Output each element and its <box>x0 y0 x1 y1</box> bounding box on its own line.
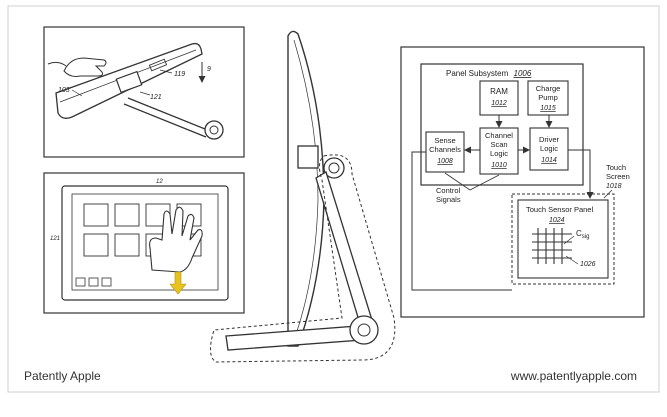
channel-scan-line3: Logic <box>490 149 508 158</box>
bottom-hinge <box>350 316 378 344</box>
display-module <box>298 146 318 168</box>
sense-channels-line1: Sense <box>434 136 455 145</box>
brand-label: Patently Apple <box>24 369 101 383</box>
touch-sensor-panel-num: 1024 <box>549 217 565 224</box>
touch-sensor-panel-title: Touch Sensor Panel <box>526 205 593 214</box>
site-url: www.patentlyapple.com <box>511 369 637 383</box>
driver-logic-line2: Logic <box>540 144 558 153</box>
ref-side-label: 121 <box>50 236 60 242</box>
ref-119: 119 <box>174 71 185 78</box>
screen-bezel <box>62 186 228 300</box>
figure-tilted-display: 103 121 119 9 <box>44 27 244 157</box>
ram-label: RAM <box>490 87 508 96</box>
stand-arm <box>316 172 372 324</box>
channel-scan-line2: Scan <box>490 140 507 149</box>
stand-hinge <box>205 121 223 139</box>
ram-num: 1012 <box>491 100 507 107</box>
figure-touch-interface: 12 121 <box>44 173 244 313</box>
control-signals-line1: Control <box>436 186 461 195</box>
panel-subsystem-title: Panel Subsystem 1006 <box>446 69 532 78</box>
stand-arm <box>128 98 210 131</box>
touch-screen-line2: Screen <box>606 172 630 181</box>
charge-pump-line1: Charge <box>536 84 561 93</box>
ref-121: 121 <box>150 94 162 101</box>
hand-icon <box>64 58 106 76</box>
ref-9: 9 <box>207 66 211 73</box>
touch-screen-line1: Touch <box>606 163 626 172</box>
control-signals-line2: Signals <box>436 195 461 204</box>
sense-channels-num: 1008 <box>437 158 453 165</box>
driver-logic-line1: Driver <box>539 135 560 144</box>
ref-103: 103 <box>58 87 70 94</box>
node-1026: 1026 <box>580 261 596 268</box>
charge-pump-num: 1015 <box>540 105 556 112</box>
channel-scan-line1: Channel <box>485 131 513 140</box>
charge-pump-line2: Pump <box>538 93 558 102</box>
touch-screen-num: 1018 <box>606 183 622 190</box>
channel-scan-num: 1010 <box>491 162 507 169</box>
sense-channels-line2: Channels <box>429 145 461 154</box>
line-driver-to-panel <box>568 150 590 196</box>
ref-top-label: 12 <box>156 179 163 185</box>
figure-block-diagram: Panel Subsystem 1006 RAM 1012 Charge Pum… <box>401 47 644 317</box>
driver-logic-num: 1014 <box>541 157 557 164</box>
